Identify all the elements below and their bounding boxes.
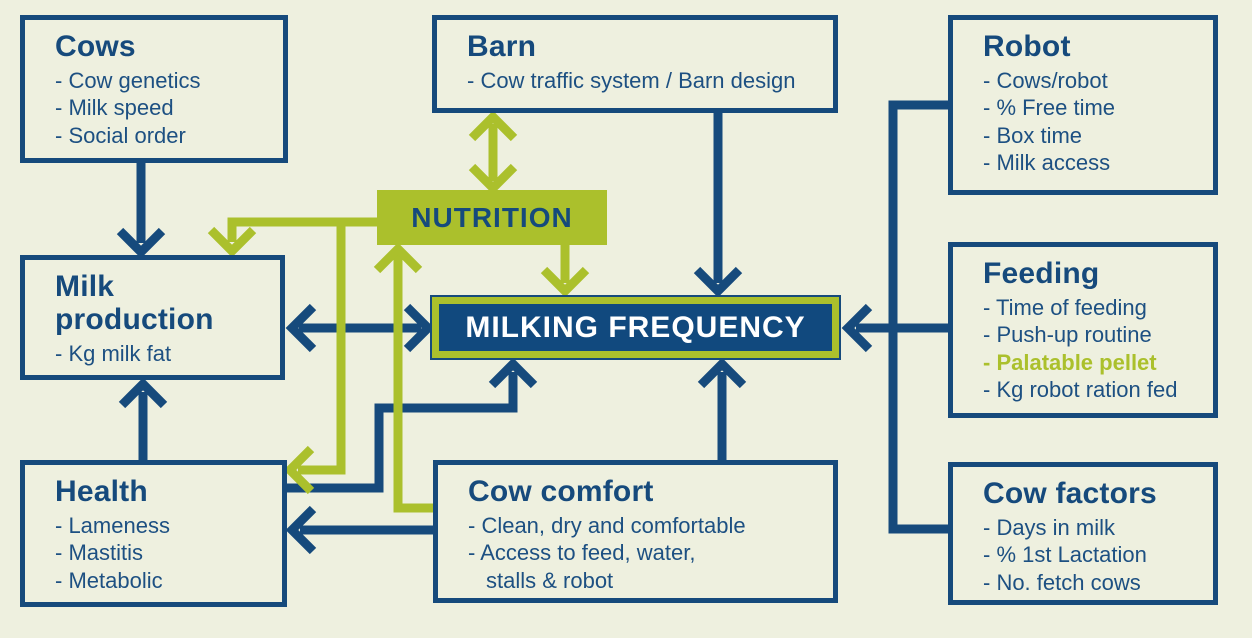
arrow-milk-production-milking-frequency-double bbox=[285, 303, 435, 353]
list-item: - Milk speed bbox=[55, 95, 174, 121]
list-item: - Kg robot ration fed bbox=[983, 376, 1178, 402]
list-item: - No. fetch cows bbox=[983, 569, 1141, 595]
box-items: - Cows/robot- % Free time- Box time- Mil… bbox=[983, 67, 1201, 176]
box-title: NUTRITION bbox=[411, 201, 573, 233]
box-title: Cows bbox=[55, 30, 136, 63]
list-item: - Metabolic bbox=[55, 567, 163, 593]
list-item: - Palatable pellet bbox=[983, 349, 1157, 375]
list-item: - Kg milk fat bbox=[55, 341, 172, 366]
box-cows: Cows - Cow genetics- Milk speed- Social … bbox=[20, 15, 288, 163]
connector-robot-feeding-cow-factors-trunk bbox=[888, 100, 948, 534]
arrow-cow-comfort-to-nutrition bbox=[373, 242, 433, 513]
arrow-health-to-milk-production bbox=[118, 377, 168, 460]
list-item: - Days in milk bbox=[983, 515, 1116, 540]
arrow-nutrition-to-milk-production bbox=[207, 217, 377, 258]
box-milking-frequency: MILKING FREQUENCY bbox=[430, 295, 841, 360]
box-title: Health bbox=[55, 475, 148, 508]
box-nutrition: NUTRITION bbox=[377, 190, 607, 245]
box-title: MILKING FREQUENCY bbox=[465, 310, 806, 344]
arrow-cow-comfort-to-milking-frequency bbox=[697, 357, 747, 460]
list-item: - Time of feeding bbox=[983, 295, 1147, 320]
box-items: - Days in milk- % 1st Lactation- No. fet… bbox=[983, 514, 1201, 596]
box-items: - Cow traffic system / Barn design bbox=[467, 67, 821, 94]
arrow-feeding-to-milking-frequency bbox=[841, 303, 948, 353]
box-items: - Lameness- Mastitis- Metabolic bbox=[55, 512, 270, 594]
list-item: - % Free time bbox=[983, 95, 1116, 121]
box-cow-comfort: Cow comfort - Clean, dry and comfortable… bbox=[433, 460, 838, 603]
list-item: - Milk access bbox=[983, 149, 1111, 175]
arrow-barn-to-milking-frequency bbox=[693, 113, 743, 298]
list-item: - % 1st Lactation bbox=[983, 542, 1147, 568]
list-item: - Push-up routine bbox=[983, 322, 1152, 348]
box-title: Cow comfort bbox=[468, 475, 654, 508]
list-item: - Lameness bbox=[55, 513, 170, 538]
box-items: - Time of feeding- Push-up routine- Pala… bbox=[983, 294, 1201, 403]
box-title: Feeding bbox=[983, 257, 1100, 290]
box-title: Cow factors bbox=[983, 477, 1157, 510]
list-item: - Box time bbox=[983, 122, 1083, 148]
arrow-cows-to-milk-production bbox=[116, 163, 166, 259]
box-title: Milk production bbox=[55, 270, 214, 336]
box-feeding: Feeding - Time of feeding- Push-up routi… bbox=[948, 242, 1218, 418]
box-items: - Clean, dry and comfortable- Access to … bbox=[468, 512, 821, 594]
box-robot: Robot - Cows/robot- % Free time- Box tim… bbox=[948, 15, 1218, 195]
list-item: - Cow traffic system / Barn design bbox=[467, 68, 796, 93]
list-item: - Cows/robot bbox=[983, 68, 1108, 93]
list-item: - Social order bbox=[55, 122, 186, 148]
arrow-nutrition-to-milking-frequency bbox=[540, 245, 590, 298]
arrow-nutrition-to-health bbox=[283, 222, 346, 495]
box-milk-production: Milk production - Kg milk fat bbox=[20, 255, 285, 380]
box-health: Health - Lameness- Mastitis- Metabolic bbox=[20, 460, 287, 607]
list-item: - Cow genetics bbox=[55, 68, 201, 93]
list-item: - Mastitis bbox=[55, 540, 143, 566]
arrow-cow-comfort-to-health bbox=[285, 505, 433, 555]
box-items: - Kg milk fat bbox=[55, 340, 268, 367]
list-item: - Access to feed, water, stalls & robot bbox=[468, 540, 696, 593]
box-items: - Cow genetics- Milk speed- Social order bbox=[55, 67, 271, 149]
box-barn: Barn - Cow traffic system / Barn design bbox=[432, 15, 838, 113]
box-title: Barn bbox=[467, 30, 537, 63]
box-cow-factors: Cow factors - Days in milk- % 1st Lactat… bbox=[948, 462, 1218, 605]
box-title: Robot bbox=[983, 30, 1071, 63]
arrow-barn-nutrition-double bbox=[468, 110, 518, 195]
list-item: - Clean, dry and comfortable bbox=[468, 513, 746, 538]
milking-frequency-inner: MILKING FREQUENCY bbox=[439, 304, 832, 351]
